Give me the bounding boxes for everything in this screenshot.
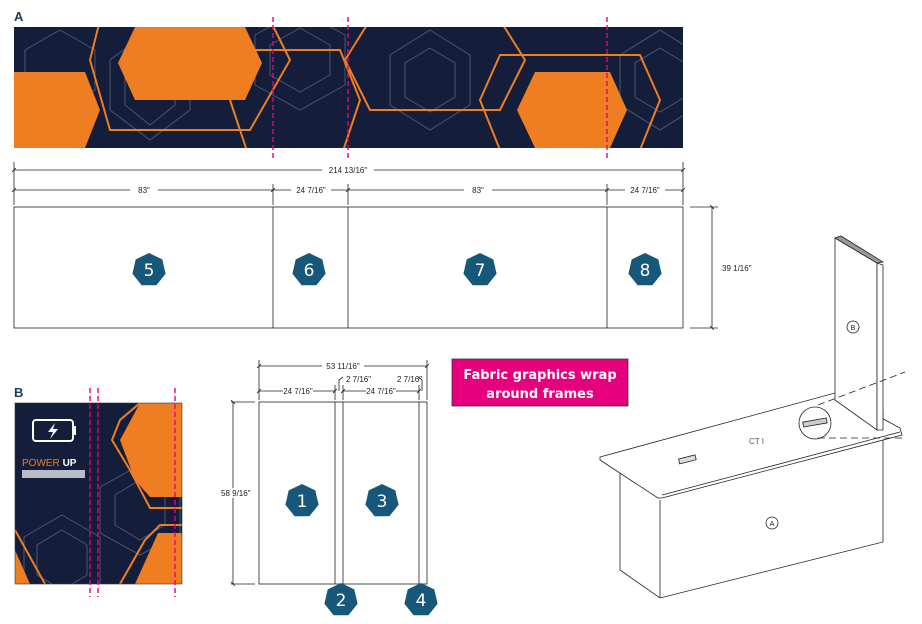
panel-badge-7: 7 [463,253,497,286]
panel-badge-8: 8 [628,253,662,286]
section-b-label: B [14,385,23,400]
panel-badge-4: 4 [404,583,438,616]
svg-text:5: 5 [144,261,155,281]
banner-graphic-a [14,27,683,148]
info-strip [22,470,85,478]
svg-text:7: 7 [475,261,486,281]
dimension-overall-a: 214 13/16" [11,162,686,205]
battery-charging-icon [32,419,76,442]
svg-text:1: 1 [297,492,308,512]
svg-text:4: 4 [416,591,427,611]
svg-text:3: 3 [377,492,388,512]
svg-text:24 7/16": 24 7/16" [296,186,326,195]
svg-text:2: 2 [336,591,347,611]
svg-text:around frames: around frames [486,387,594,402]
svg-text:214 13/16": 214 13/16" [329,166,368,175]
svg-text:39 1/16": 39 1/16" [722,264,752,273]
panel-badge-1: 1 [285,484,319,517]
svg-text:Fabric graphics wrap: Fabric graphics wrap [463,368,616,383]
svg-text:24 7/16": 24 7/16" [366,387,396,396]
panel-badge-3: 3 [365,484,399,517]
svg-text:53 11/16": 53 11/16" [326,362,360,371]
panel-frame-b [258,401,428,585]
svg-text:24 7/16": 24 7/16" [630,186,660,195]
dimension-segments-a: 83" 24 7/16" 83" 24 7/16" [11,184,686,205]
vertical-panel-b [834,237,878,431]
isometric-counter-drawing: B A CT I [599,235,906,599]
dimension-height-b: 58 9/16" [220,399,255,587]
svg-text:CT I: CT I [749,437,764,446]
panel-badge-6: 6 [292,253,326,286]
panel-badge-5: 5 [132,253,166,286]
panel-frame-a [13,206,684,329]
fabric-wrap-callout: Fabric graphics wrap around frames [451,358,629,407]
svg-text:A: A [770,521,775,528]
svg-text:83": 83" [472,186,484,195]
svg-text:8: 8 [640,261,651,281]
power-up-title: POWER UP [22,458,77,469]
svg-text:58 9/16": 58 9/16" [221,489,251,498]
section-a-label: A [14,9,24,24]
svg-text:24 7/16": 24 7/16" [283,387,313,396]
svg-text:83": 83" [138,186,150,195]
dimension-segments-b: 24 7/16" 2 7/16" 24 7/16" 2 7/16" [256,375,423,400]
svg-text:2 7/16": 2 7/16" [346,375,371,384]
dimension-overall-b: 53 11/16" [256,360,430,400]
dimension-height-a: 39 1/16" [690,204,752,331]
svg-text:6: 6 [304,261,315,281]
svg-text:B: B [851,325,856,332]
svg-text:2 7/16": 2 7/16" [397,375,422,384]
panel-badge-2: 2 [324,583,358,616]
